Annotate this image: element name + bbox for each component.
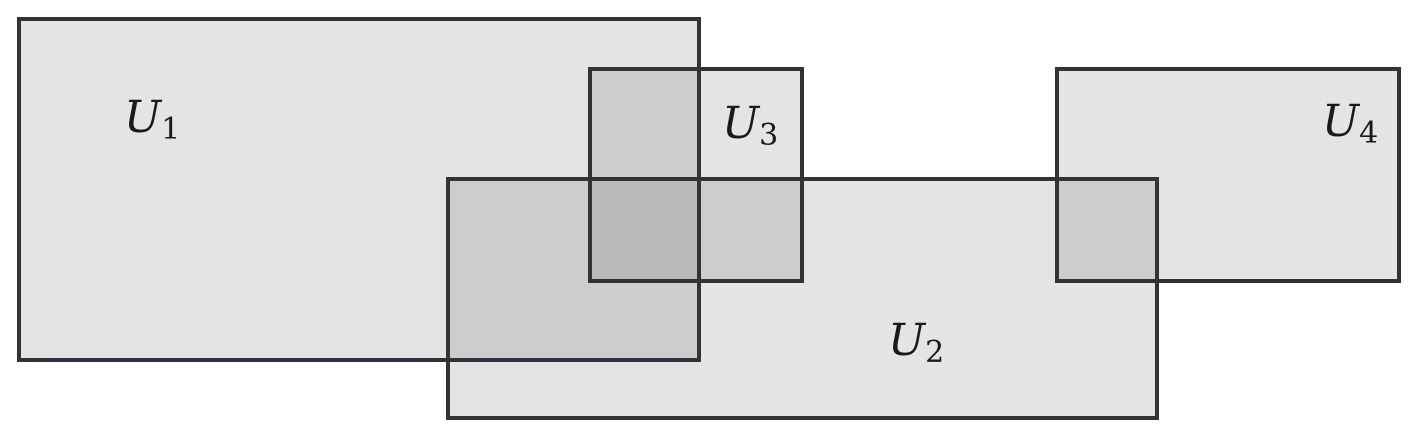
labels: U1 U3 U4 U2 (124, 92, 1378, 370)
label-u2: U2 (888, 315, 944, 370)
label-u3: U3 (722, 98, 778, 153)
outlines (17, 17, 1401, 420)
outline-u1 (17, 17, 701, 362)
region-u4 (1057, 69, 1399, 281)
region-u3 (590, 69, 802, 281)
regions (19, 19, 1399, 418)
label-u4: U4 (1322, 96, 1378, 151)
outline-u3 (588, 67, 804, 283)
region-u1 (19, 19, 699, 360)
outline-u4 (1055, 67, 1401, 283)
label-u1: U1 (124, 92, 180, 147)
